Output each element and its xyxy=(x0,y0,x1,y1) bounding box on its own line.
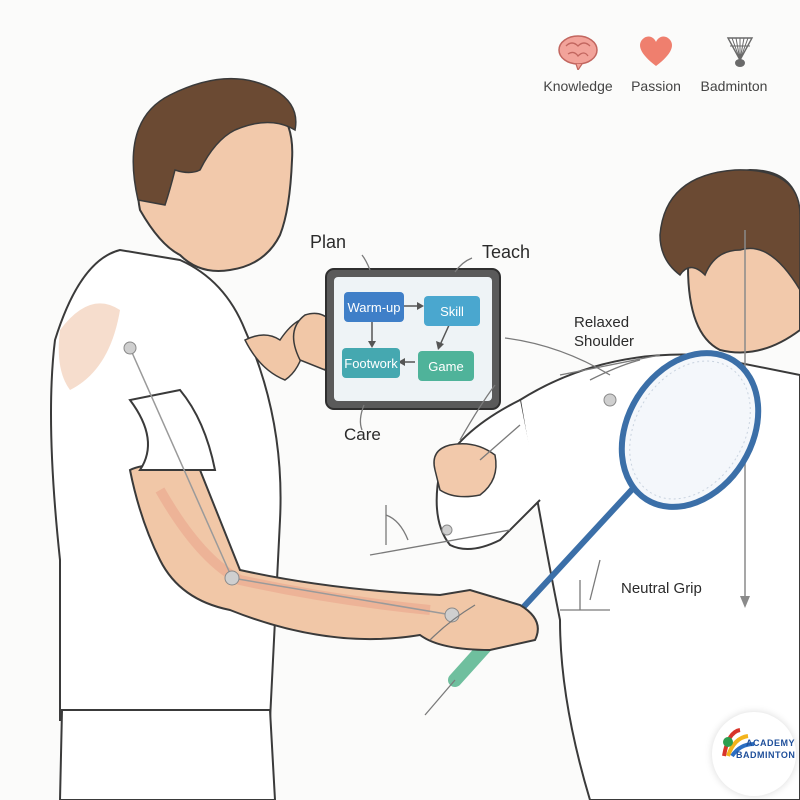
logo-text-badminton: BADMINTON xyxy=(736,750,796,760)
shuttlecock-icon xyxy=(718,30,762,70)
tablet-box-warmup: Warm-up xyxy=(344,292,404,322)
annotation-arrows xyxy=(359,254,661,716)
label-care: Care xyxy=(344,425,381,444)
tablet-box-game: Game xyxy=(418,351,474,381)
tablet-box-footwork: Footwork xyxy=(342,348,400,378)
heart-icon xyxy=(634,30,678,70)
label-neutral-grip: Neutral Grip xyxy=(621,580,702,597)
academy-logo: ACADEMY BADMINTON xyxy=(712,712,796,796)
label-teach: Teach xyxy=(482,242,531,262)
coach-figure xyxy=(50,77,539,800)
logo-emblem xyxy=(722,728,755,758)
brain-icon xyxy=(556,30,600,72)
tablet-box-skill: Skill xyxy=(424,296,480,326)
student-figure xyxy=(433,168,800,800)
label-relaxed-shoulder: Relaxed Shoulder xyxy=(574,314,635,350)
label-plan: Plan xyxy=(310,232,347,252)
tablet xyxy=(325,268,501,410)
logo-text-academy: ACADEMY xyxy=(746,738,796,748)
header-label-passion: Passion xyxy=(631,78,681,94)
header-label-knowledge: Knowledge xyxy=(543,78,613,94)
header-label-badminton: Badminton xyxy=(700,78,768,94)
